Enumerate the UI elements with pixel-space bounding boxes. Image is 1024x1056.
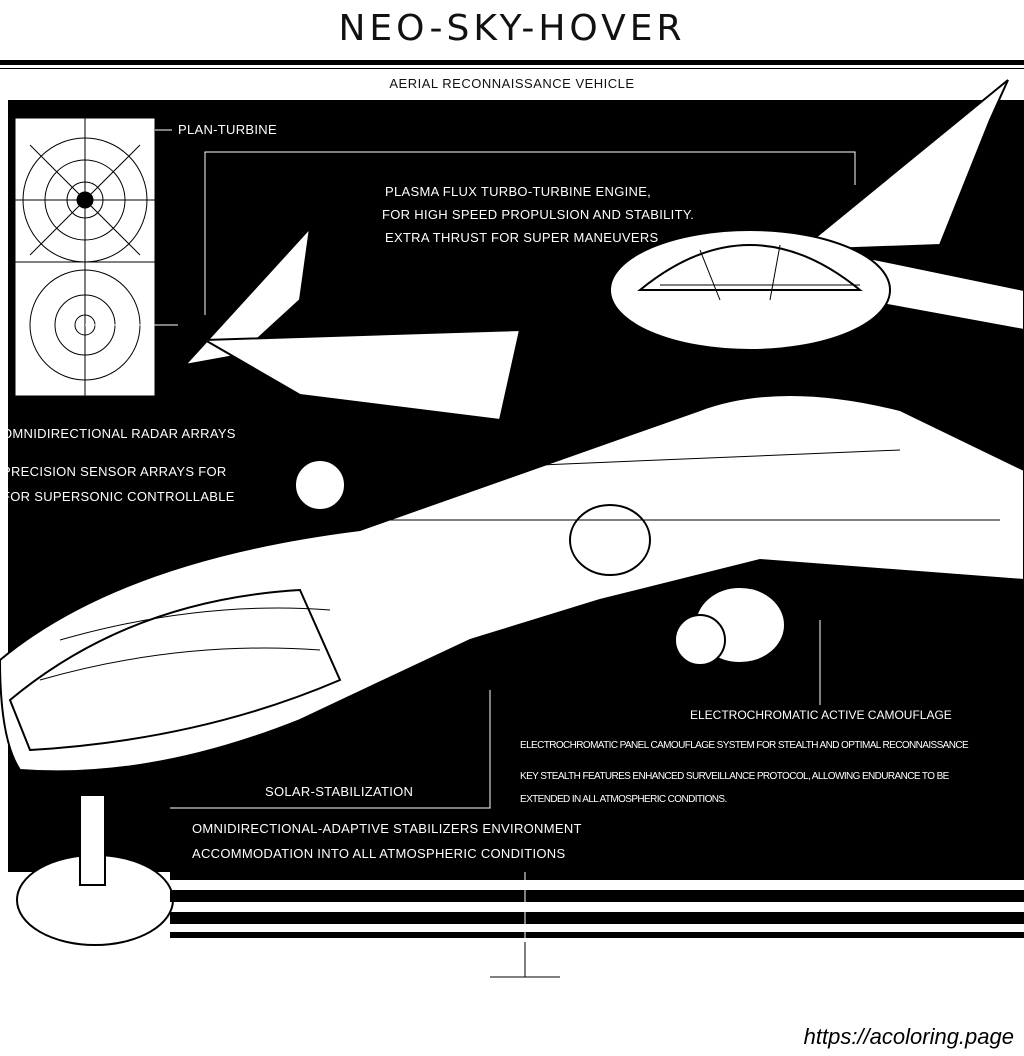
ship <box>0 79 1024 946</box>
solar-desc-2: ACCOMMODATION INTO ALL ATMOSPHERIC CONDI… <box>192 846 566 861</box>
subtitle: AERIAL RECONNAISSANCE VEHICLE <box>389 76 635 91</box>
title-rule <box>0 60 1024 65</box>
omni-desc-2: FOR SUPERSONIC CONTROLLABLE <box>2 489 235 504</box>
turbine-desc-3: EXTRA THRUST FOR SUPER MANEUVERS <box>385 230 659 245</box>
turbine-desc-2: FOR HIGH SPEED PROPULSION AND STABILITY. <box>382 207 695 222</box>
solar-heading: SOLAR-STABILIZATION <box>265 784 414 799</box>
camo-desc-2: KEY STEALTH FEATURES ENHANCED SURVEILLAN… <box>520 771 949 782</box>
leader-lines <box>155 129 856 809</box>
omni-heading: OMNIDIRECTIONAL RADAR ARRAYS <box>2 426 236 441</box>
camo-heading: ELECTROCHROMATIC ACTIVE CAMOUFLAGE <box>690 708 952 722</box>
page-title: NEO-SKY-HOVER <box>338 8 686 49</box>
footer-stripes <box>170 872 1024 978</box>
turbine-schematic <box>14 117 178 397</box>
omni-desc-1: PRECISION SENSOR ARRAYS FOR <box>2 464 227 479</box>
title-rule-thin <box>0 68 1024 69</box>
solar-desc-1: OMNIDIRECTIONAL-ADAPTIVE STABILIZERS ENV… <box>192 821 582 836</box>
camo-desc-3: EXTENDED IN ALL ATMOSPHERIC CONDITIONS. <box>520 794 727 805</box>
camo-desc-1: ELECTROCHROMATIC PANEL CAMOUFLAGE SYSTEM… <box>520 740 969 751</box>
watermark: https://acoloring.page <box>803 1024 1014 1049</box>
turbine-desc-1: PLASMA FLUX TURBO-TURBINE ENGINE, <box>385 184 652 199</box>
label-plan-turbine: PLAN-TURBINE <box>178 122 277 137</box>
